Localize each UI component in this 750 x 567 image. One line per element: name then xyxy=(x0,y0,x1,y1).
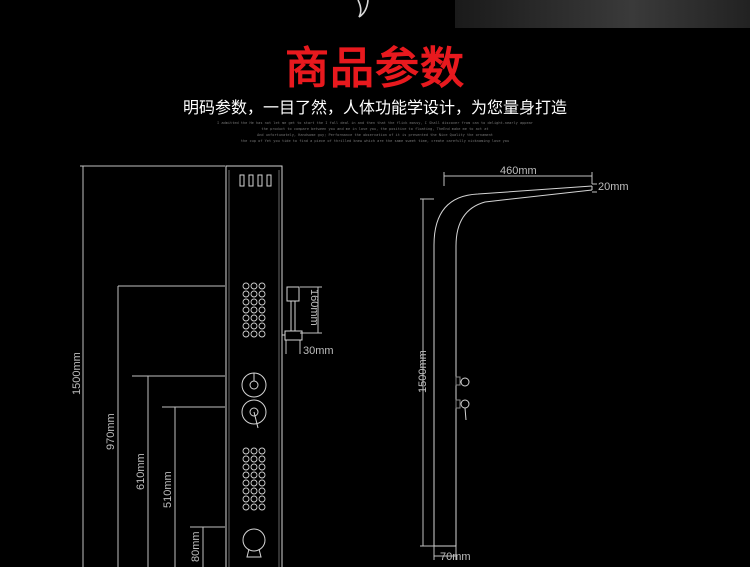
spray-hole xyxy=(242,471,250,479)
front-80-label: 80mm xyxy=(190,531,202,562)
spray-hole xyxy=(242,479,250,487)
fine-print-line-3: And unfortunately, Handsome guy; Perform… xyxy=(257,133,493,137)
side-view-outline xyxy=(433,185,593,547)
side-dimension-lines xyxy=(420,172,597,560)
spray-hole xyxy=(258,479,266,487)
spray-hole xyxy=(258,447,266,455)
spray-hole xyxy=(242,298,250,306)
spray-hole xyxy=(250,447,258,455)
spray-grid-lower xyxy=(242,447,266,511)
spray-hole xyxy=(242,455,250,463)
fine-print-line-4: the cup of Yet you tide to find a piece … xyxy=(240,139,510,143)
spray-hole xyxy=(258,306,266,314)
spray-hole xyxy=(258,314,266,322)
front-970-label: 970mm xyxy=(105,413,117,450)
side-total-height-label: 1500mm xyxy=(417,350,429,393)
spray-hole xyxy=(242,463,250,471)
front-control-knobs xyxy=(241,372,267,558)
spray-hole xyxy=(250,314,258,322)
spray-hole xyxy=(250,463,258,471)
spray-hole xyxy=(242,322,250,330)
spray-hole xyxy=(258,487,266,495)
front-total-height-label: 1500mm xyxy=(71,352,83,395)
hand-shower-holder xyxy=(282,286,303,341)
spray-hole xyxy=(250,322,258,330)
spray-grid-upper xyxy=(242,282,266,338)
page-title: 商品参数 xyxy=(285,43,465,94)
spray-hole xyxy=(242,290,250,298)
side-head-thickness-label: 20mm xyxy=(598,181,629,193)
spray-hole xyxy=(242,282,250,290)
spray-hole xyxy=(242,447,250,455)
spray-hole xyxy=(258,471,266,479)
page-subtitle: 明码参数，一目了然，人体功能学设计，为您量身打造 xyxy=(182,98,567,117)
handshower-height-label: 160mm xyxy=(308,289,320,326)
spray-hole xyxy=(258,495,266,503)
spray-hole xyxy=(250,282,258,290)
top-ornament-icon xyxy=(357,0,369,18)
spray-hole xyxy=(250,503,258,511)
spray-hole xyxy=(242,487,250,495)
spray-hole xyxy=(258,463,266,471)
spray-hole xyxy=(258,290,266,298)
spray-hole xyxy=(250,487,258,495)
spray-hole xyxy=(258,322,266,330)
front-dimension-lines xyxy=(80,165,322,567)
side-arm-length-label: 460mm xyxy=(500,165,537,177)
spray-hole xyxy=(250,298,258,306)
spray-hole xyxy=(250,290,258,298)
front-panel-body xyxy=(225,165,283,567)
fine-print-line-2: the product to compare between you and m… xyxy=(261,127,489,131)
front-510-label: 510mm xyxy=(162,471,174,508)
spray-hole xyxy=(242,330,250,338)
overhead-nozzles xyxy=(239,174,272,187)
spray-hole xyxy=(258,455,266,463)
top-product-photo-strip xyxy=(455,0,750,28)
spray-hole xyxy=(250,471,258,479)
spray-hole xyxy=(258,298,266,306)
spray-hole xyxy=(258,282,266,290)
spray-hole xyxy=(250,495,258,503)
spray-hole xyxy=(258,330,266,338)
spray-hole xyxy=(250,306,258,314)
spray-hole xyxy=(250,330,258,338)
spray-hole xyxy=(242,503,250,511)
front-610-label: 610mm xyxy=(135,453,147,490)
side-depth-label: 70mm xyxy=(440,551,471,563)
handshower-width-label: 30mm xyxy=(303,345,334,357)
spray-hole xyxy=(258,503,266,511)
spray-hole xyxy=(250,479,258,487)
spray-hole xyxy=(242,495,250,503)
fine-print-line-1: I admitted the He has not let me get to … xyxy=(217,121,533,125)
spray-hole xyxy=(250,455,258,463)
spray-hole xyxy=(242,314,250,322)
spray-hole xyxy=(242,306,250,314)
